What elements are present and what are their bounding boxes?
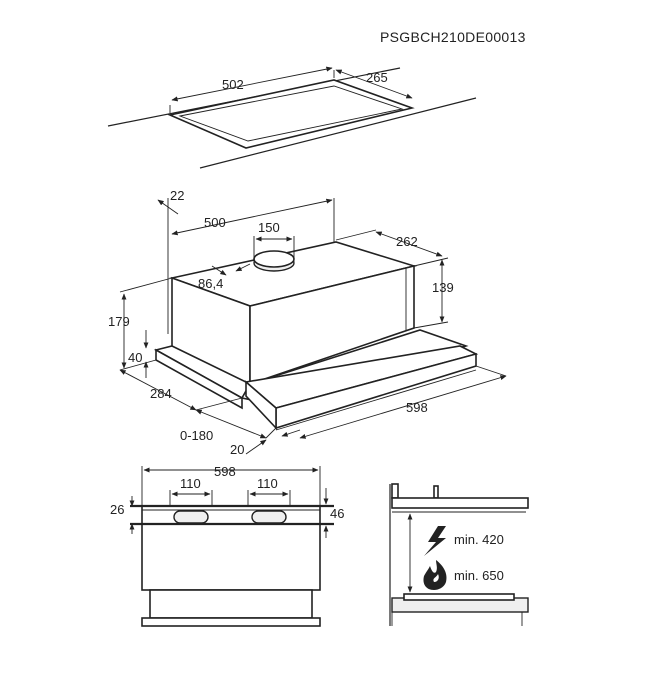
height-total-label: 179 <box>108 314 130 329</box>
electric-clearance-label: min. 420 <box>454 532 504 547</box>
top-width-label: 502 <box>222 77 244 92</box>
document-code: PSGBCH210DE00013 <box>380 29 526 45</box>
top-depth-label: 265 <box>366 70 388 85</box>
hole-left-label: 110 <box>180 476 201 491</box>
visor-thickness-label: 20 <box>230 442 244 457</box>
clearance-view: min. 420 min. 650 <box>389 483 529 626</box>
length-label: 500 <box>204 215 226 230</box>
front-height-label: 40 <box>128 350 142 365</box>
front-view: 598 110 110 26 46 <box>110 464 344 627</box>
left-height-label: 26 <box>110 502 124 517</box>
isometric-view: 22 500 150 86,4 262 139 <box>108 188 507 457</box>
height-body-label: 139 <box>432 280 454 295</box>
depth-284-label: 284 <box>150 386 172 401</box>
front-gap-label: 86,4 <box>198 276 223 291</box>
lightning-icon <box>424 526 446 556</box>
front-width-label: 598 <box>214 464 236 479</box>
extension-label: 0-180 <box>180 428 213 443</box>
flame-icon <box>423 560 447 590</box>
hole-right-label: 110 <box>257 476 278 491</box>
top-view: 502 265 <box>107 66 477 169</box>
gas-clearance-label: min. 650 <box>454 568 504 583</box>
offset-back-label: 22 <box>170 188 184 203</box>
outlet-label: 150 <box>258 220 280 235</box>
width-598-label: 598 <box>406 400 428 415</box>
right-height-label: 46 <box>330 506 344 521</box>
depth-262-label: 262 <box>396 234 418 249</box>
